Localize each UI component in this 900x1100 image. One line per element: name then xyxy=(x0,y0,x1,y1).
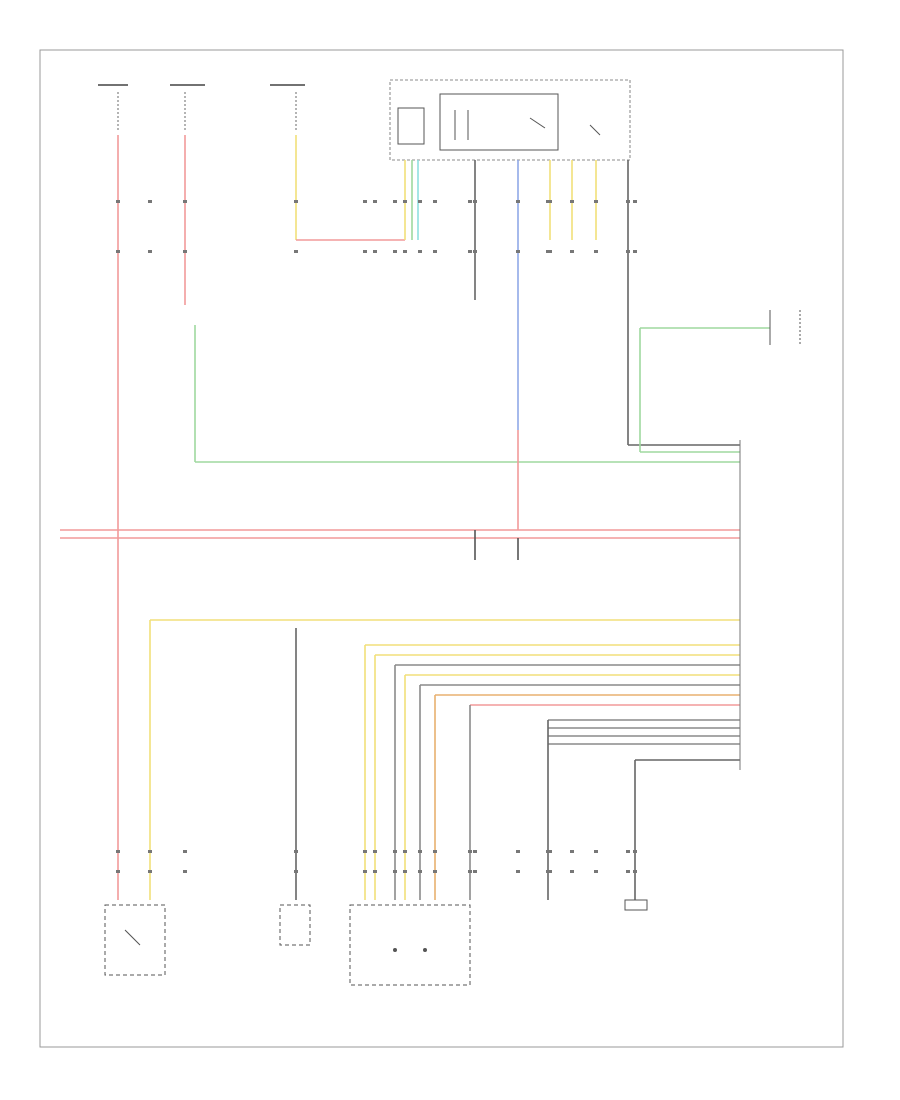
connector-pin xyxy=(546,250,550,253)
connector-pin xyxy=(363,870,367,873)
connector-pin xyxy=(373,870,377,873)
connector-pin xyxy=(473,850,477,853)
connector-pin xyxy=(373,850,377,853)
connector-pin xyxy=(626,200,630,203)
connector-pin xyxy=(418,870,422,873)
connector-pin xyxy=(433,200,437,203)
connector-pin xyxy=(570,870,574,873)
connector-pin xyxy=(373,200,377,203)
right-module xyxy=(769,310,801,345)
connector-pin xyxy=(468,250,472,253)
connector-pin xyxy=(594,850,598,853)
connector-pin xyxy=(148,250,152,253)
connector-pin xyxy=(403,250,407,253)
connector-pin xyxy=(433,870,437,873)
connector-pin xyxy=(403,200,407,203)
connector-pin xyxy=(433,850,437,853)
connector-pin xyxy=(433,250,437,253)
connector-pin xyxy=(148,200,152,203)
top-fuses xyxy=(98,79,631,161)
connector-pin xyxy=(294,850,298,853)
connector-pin xyxy=(116,250,120,253)
connector-pin xyxy=(403,870,407,873)
connector-pin xyxy=(473,870,477,873)
connector-pin xyxy=(393,870,397,873)
connector-pin xyxy=(183,250,187,253)
connector-pin xyxy=(183,870,187,873)
connector-pin xyxy=(294,870,298,873)
connector-pin xyxy=(473,200,477,203)
diagram-frame xyxy=(39,49,844,1048)
connector-pin xyxy=(570,850,574,853)
connector-pin xyxy=(116,200,120,203)
connector-pin xyxy=(363,200,367,203)
connector-pin xyxy=(116,870,120,873)
connector-pin xyxy=(393,250,397,253)
connector-pin xyxy=(626,250,630,253)
connector-pin xyxy=(516,250,520,253)
connector-pin xyxy=(468,200,472,203)
connector-pin xyxy=(516,200,520,203)
wires xyxy=(60,135,770,900)
connector-pin xyxy=(403,850,407,853)
connector-pin xyxy=(570,200,574,203)
connector-pin xyxy=(626,850,630,853)
connector-pin xyxy=(294,250,298,253)
connector-pin xyxy=(148,850,152,853)
connector-pin xyxy=(418,200,422,203)
connector-pin xyxy=(594,250,598,253)
connector-pin xyxy=(594,200,598,203)
connector-pin xyxy=(626,870,630,873)
connector-pin xyxy=(633,250,637,253)
bottom-components xyxy=(104,899,648,986)
connector-pin xyxy=(183,200,187,203)
connector-pin xyxy=(393,200,397,203)
connector-pin xyxy=(363,850,367,853)
connector-pin xyxy=(468,870,472,873)
connector-pin xyxy=(516,850,520,853)
connector-pin xyxy=(570,250,574,253)
connector-ticks xyxy=(116,200,637,873)
connector-pin xyxy=(418,850,422,853)
connector-pin xyxy=(373,250,377,253)
connector-pin xyxy=(633,850,637,853)
connector-pin xyxy=(546,870,550,873)
connector-pin xyxy=(546,200,550,203)
connector-pin xyxy=(363,250,367,253)
connector-pin xyxy=(183,850,187,853)
connector-pin xyxy=(594,870,598,873)
connector-pin xyxy=(294,200,298,203)
connector-pin xyxy=(393,850,397,853)
connector-pin xyxy=(633,200,637,203)
connector-pin xyxy=(473,250,477,253)
connector-pin xyxy=(516,870,520,873)
connector-pin xyxy=(633,870,637,873)
connector-pin xyxy=(418,250,422,253)
connector-pin xyxy=(468,850,472,853)
connector-pin xyxy=(546,850,550,853)
connector-pin xyxy=(148,870,152,873)
connector-pin xyxy=(116,850,120,853)
